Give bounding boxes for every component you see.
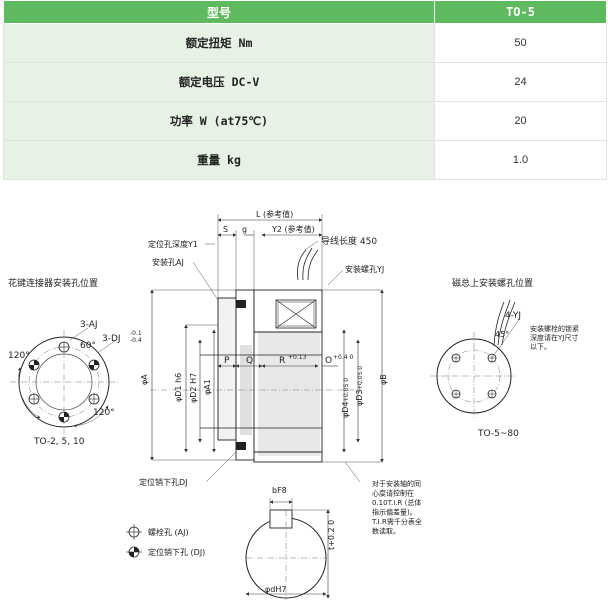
dim-phi-d4: φD4 <box>341 401 350 418</box>
dim-o: O <box>325 356 332 366</box>
label-4-yj: 4-YJ <box>505 311 521 321</box>
label-pin-depth: 定位孔深度Y1 <box>148 239 198 249</box>
screw-hole-yj <box>451 389 461 399</box>
table-row: 重量 kg 1.0 <box>3 140 607 180</box>
dim-phi-d3-tol: +0.05 0 <box>357 366 364 390</box>
label-3-dj-tol-bot: -0.4 <box>130 337 142 344</box>
screw-hole-yj <box>451 353 461 363</box>
dim-p: P <box>224 356 230 366</box>
dim-l: L (参考值) <box>256 209 293 219</box>
label-3-dj-tol-top: -0.1 <box>130 330 142 337</box>
left-view-model: TO-2, 5, 10 <box>33 437 85 447</box>
legend-aj: 螺栓孔 (AJ) <box>148 527 189 537</box>
legend-pin-hole-icon <box>126 546 142 558</box>
dim-phi-a1: φA1 <box>203 379 212 395</box>
right-view-title: 磁总上安装螺孔位置 <box>452 277 533 289</box>
table-header-row: 型号 TO-5 <box>3 0 607 24</box>
bolt-hole-aj <box>58 341 70 353</box>
dim-q: Q <box>246 356 253 366</box>
legend-dj: 定位销下孔 (DJ) <box>148 547 205 557</box>
row-value: 24 <box>434 62 607 102</box>
center-side-view: L (参考值) S g Y2 (参考值) 导线长度 450 定位孔深度Y1 安装… <box>139 209 422 536</box>
dim-phi-d2: φD2 H7 <box>189 373 198 403</box>
label-mount-hole-aj: 安装孔AJ <box>152 257 184 267</box>
left-flange-view: 花键连接器安装孔位置 <box>8 277 142 447</box>
dim-r: R <box>279 356 285 366</box>
label-3-dj: 3-DJ <box>102 334 121 344</box>
header-model-cell: TO-5 <box>434 0 607 24</box>
label-120-left: 120° <box>8 351 30 361</box>
dim-o-tol: +0.4 0 <box>333 354 353 361</box>
left-view-title: 花键连接器安装孔位置 <box>8 277 98 289</box>
dim-t: t+0.2 0 <box>327 520 336 550</box>
bolt-hole-aj <box>88 393 100 405</box>
label-45: 45° <box>495 330 509 339</box>
table-row: 额定电压 DC-V 24 <box>3 62 607 102</box>
row-value: 20 <box>434 101 607 141</box>
note-center-5: T.I.R需千分表全 <box>371 517 422 526</box>
label-mount-screw-yj: 安装螺孔YJ <box>345 264 384 274</box>
dim-g: g <box>242 225 247 234</box>
spec-table: 型号 TO-5 额定扭矩 Nm 50 额定电压 DC-V 24 功率 W (at… <box>3 0 607 180</box>
label-wire-length: 导线长度 450 <box>321 235 377 247</box>
dim-s: S <box>223 225 228 234</box>
note-center-3: 0.10T.I.R (总体 <box>372 498 421 507</box>
label-pin-hole-dj: 定位销下孔DJ <box>139 477 188 487</box>
technical-drawing: 花键连接器安装孔位置 <box>8 209 579 600</box>
legend: 螺栓孔 (AJ) 定位销下孔 (DJ) <box>126 524 205 558</box>
dim-phi-d3: φD3 <box>355 389 364 406</box>
dim-phi-d4-tol: +0.05 0 <box>343 378 350 402</box>
note-right-3: 以下。 <box>530 343 551 351</box>
note-center-1: 对于安装轴的同 <box>372 479 421 488</box>
label-3-aj: 3-AJ <box>80 320 98 330</box>
dim-phi-a: φA <box>140 374 149 385</box>
dim-r-tol: +0.13 <box>288 354 307 361</box>
right-view-model: TO-5~80 <box>477 429 519 439</box>
note-center-2: 心度请控制在 <box>372 489 414 498</box>
pin-hole-dj <box>28 359 40 371</box>
header-label-cell: 型号 <box>3 0 435 24</box>
note-center-6: 数读取。 <box>372 527 400 536</box>
bolt-hole-aj <box>28 393 40 405</box>
dim-bf8: bF8 <box>272 486 287 495</box>
dim-phi-b: φB <box>379 374 388 385</box>
dim-phi-dh7: φdH7 <box>265 585 286 594</box>
note-right-1: 安装螺栓的锁紧 <box>530 324 579 333</box>
row-label: 重量 kg <box>3 140 435 180</box>
table-row: 功率 W (at75℃) 20 <box>3 101 607 141</box>
pin-hole-dj <box>58 411 70 423</box>
pin-hole-dj <box>88 359 100 371</box>
table-row: 额定扭矩 Nm 50 <box>3 23 607 63</box>
row-label: 额定电压 DC-V <box>3 62 435 102</box>
dim-y2: Y2 (参考值) <box>271 224 315 234</box>
row-value: 1.0 <box>434 140 607 180</box>
screw-hole-yj <box>487 389 497 399</box>
right-view: 磁总上安装螺孔位置 4-YJ 45° 安装螺栓的锁紧 深度请在YJ尺寸 以下。 … <box>430 277 579 439</box>
row-label: 额定扭矩 Nm <box>3 23 435 63</box>
note-right-2: 深度请在YJ尺寸 <box>530 333 578 342</box>
dim-phi-d1: φD1 h6 <box>174 373 183 402</box>
label-120-bottom: 120° <box>93 408 115 418</box>
row-value: 50 <box>434 23 607 63</box>
legend-bolt-hole-icon <box>126 524 142 540</box>
label-60: 60° <box>80 341 96 351</box>
keyway-view: bF8 t+0.2 0 φdH7 <box>245 486 336 600</box>
note-center-4: 指示偏差量)。 <box>372 508 417 517</box>
row-label: 功率 W (at75℃) <box>3 101 435 141</box>
